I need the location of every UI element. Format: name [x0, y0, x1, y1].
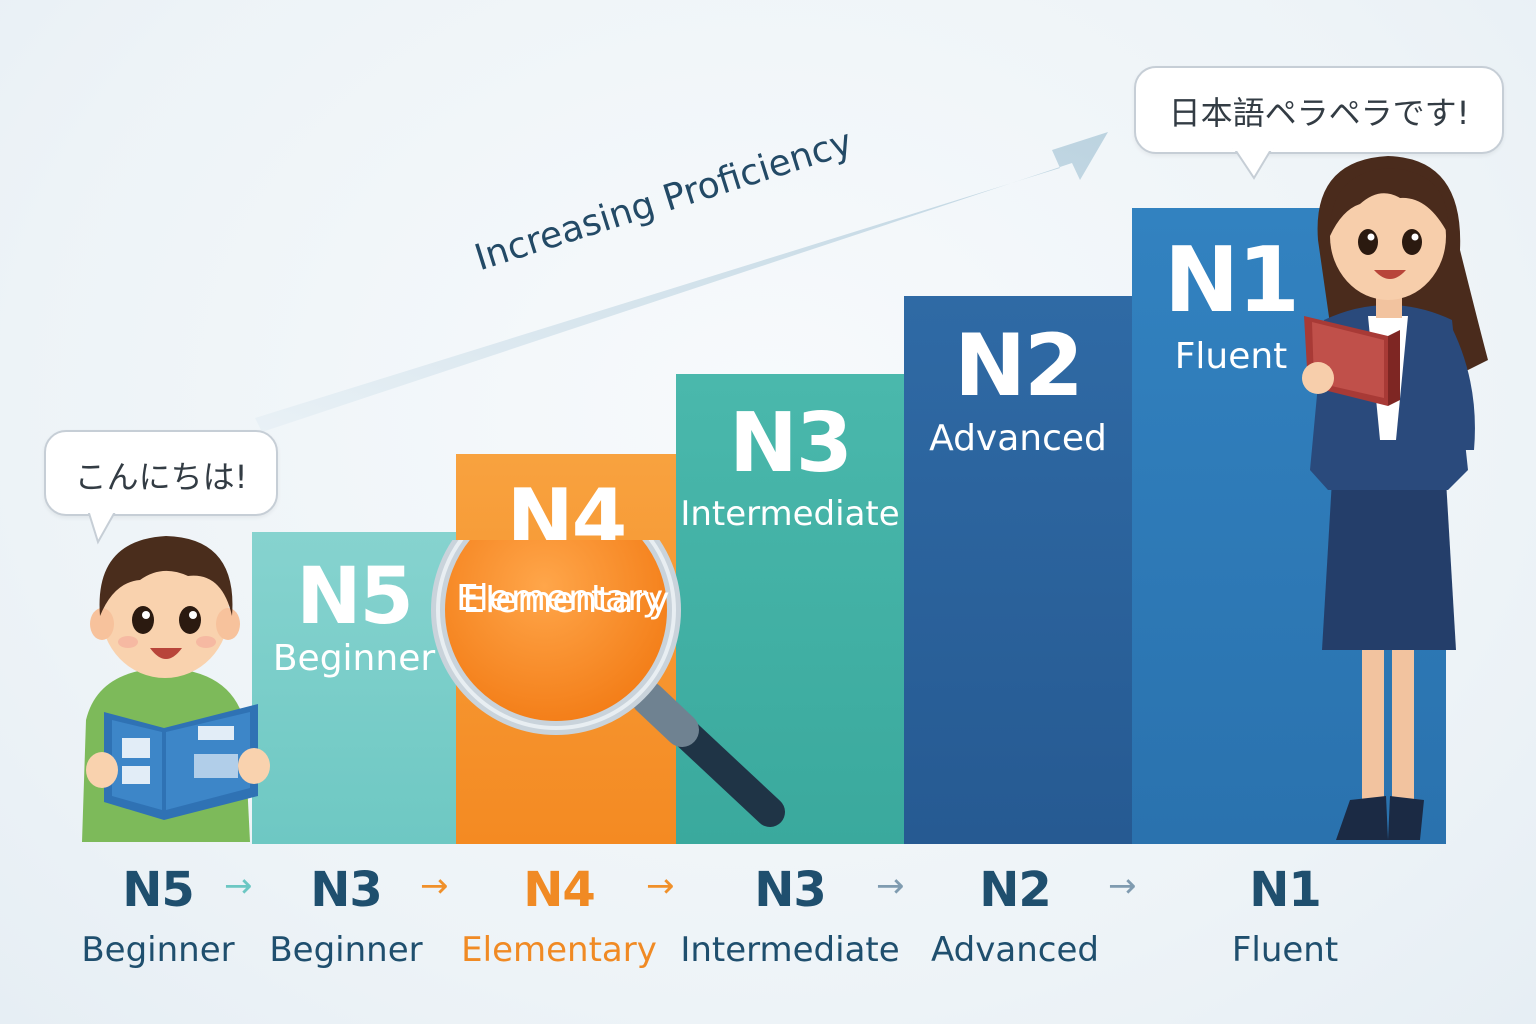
bottom-label-2: N3 Beginner — [266, 862, 426, 970]
bottom-label-4: N3 Intermediate — [680, 862, 900, 970]
speech-bubble-tail — [1232, 148, 1274, 180]
bottom-code: N5 — [122, 862, 195, 918]
bottom-code: N1 — [1249, 862, 1322, 918]
speech-text: 日本語ペラペラです! — [1168, 94, 1470, 132]
step-name: Elementary — [462, 580, 670, 621]
lens-label: Elementary — [456, 578, 664, 619]
step-bar-n5: N5 Beginner — [252, 532, 456, 844]
step-bar-n3: N3 Intermediate — [676, 374, 904, 844]
step-bar-n2: N2 Advanced — [904, 296, 1132, 844]
speech-bubble-beginner: こんにちは! — [44, 430, 278, 516]
beginner-student-illustration — [82, 536, 270, 842]
step-name: Fluent — [1174, 336, 1288, 377]
bottom-label-1: N5 Beginner — [78, 862, 238, 970]
fluent-speaker-illustration — [1302, 156, 1488, 840]
bottom-code: N3 — [310, 862, 383, 918]
bottom-code: N3 — [754, 862, 827, 918]
bottom-name: Elementary — [461, 930, 657, 970]
speech-bubble-tail — [86, 510, 118, 545]
arrow-right-icon: → — [1108, 866, 1137, 906]
arrow-right-icon: → — [876, 866, 905, 906]
step-name: Advanced — [929, 418, 1107, 459]
bottom-label-5: N2 Advanced — [920, 862, 1110, 970]
bottom-name: Beginner — [269, 930, 423, 970]
step-name: Beginner — [272, 638, 436, 679]
bottom-name: Beginner — [81, 930, 235, 970]
step-code: N3 — [729, 396, 853, 491]
bottom-name: Fluent — [1231, 930, 1339, 970]
step-code: N1 — [1164, 228, 1300, 333]
arrow-right-icon: → — [224, 866, 253, 906]
magnifying-glass-icon — [431, 540, 785, 827]
bottom-name: Intermediate — [680, 930, 900, 970]
bottom-label-6: N1 Fluent — [1200, 862, 1370, 970]
bottom-name: Advanced — [931, 930, 1099, 970]
bottom-label-3: N4 Elementary — [454, 862, 664, 970]
speech-bubble-fluent: 日本語ペラペラです! — [1134, 66, 1504, 154]
arrow-right-icon: → — [646, 866, 675, 906]
bottom-code: N2 — [979, 862, 1052, 918]
step-name: Intermediate — [680, 494, 900, 534]
step-code: N2 — [954, 316, 1084, 416]
arrow-right-icon: → — [420, 866, 449, 906]
speech-text: こんにちは! — [74, 458, 248, 496]
step-code: N5 — [296, 552, 414, 642]
bottom-code: N4 — [523, 862, 596, 918]
